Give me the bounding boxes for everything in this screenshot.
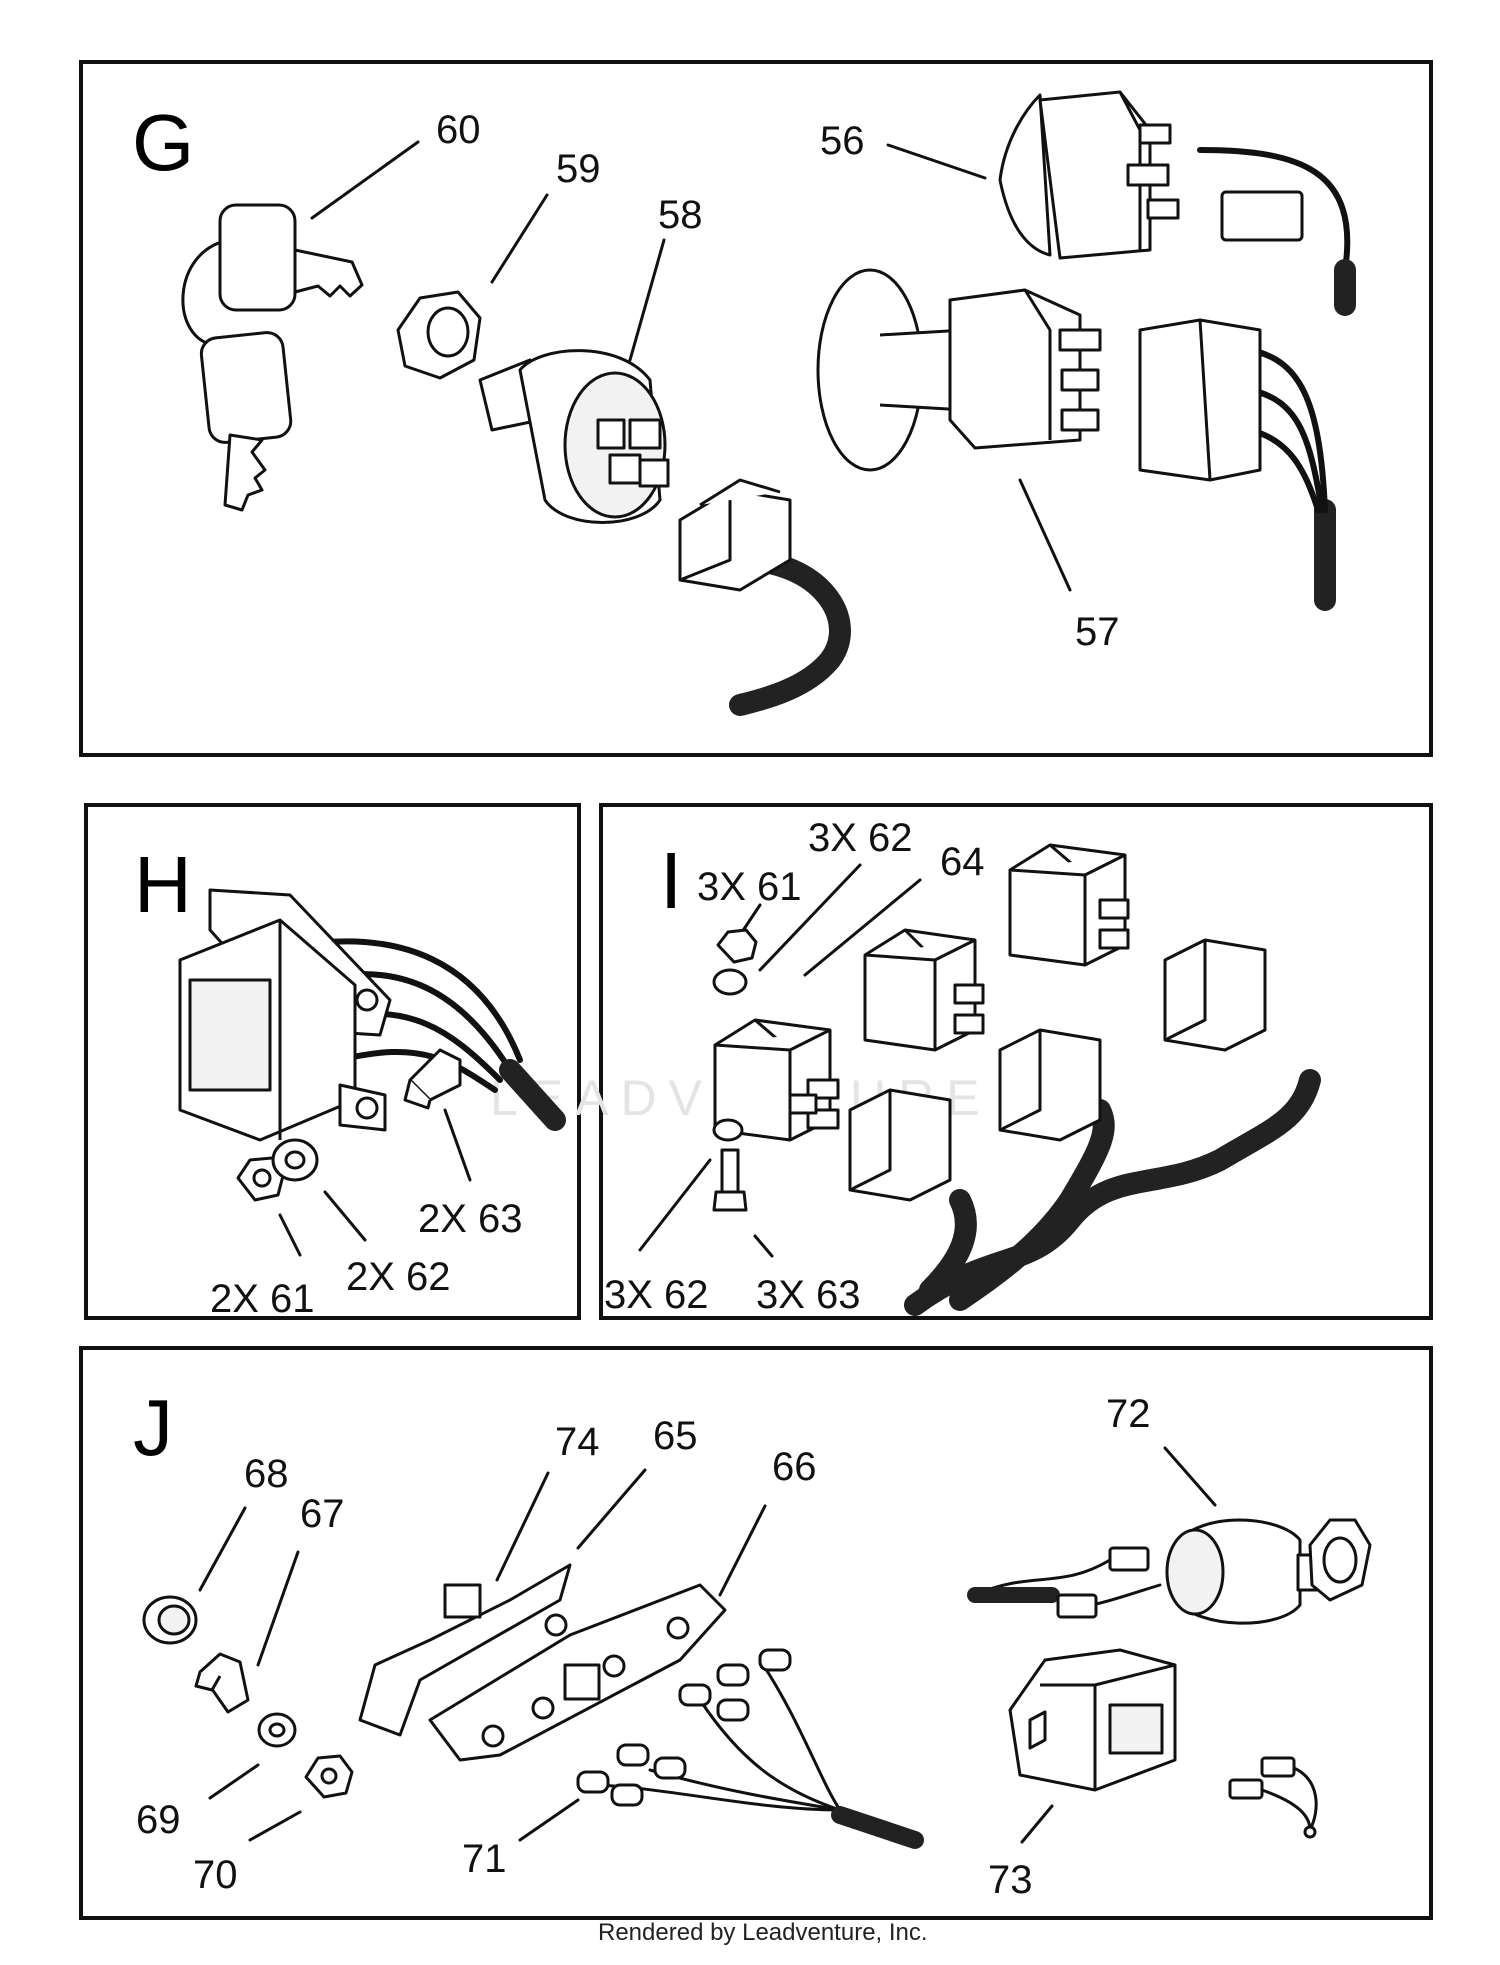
label-part-74 <box>443 1583 482 1619</box>
callout-h-2x62: 2X 62 <box>346 1255 451 1299</box>
leader-65 <box>576 1468 647 1550</box>
callout-69: 69 <box>136 1798 181 1842</box>
leader-68 <box>198 1506 247 1592</box>
leader-i-62-top <box>758 863 862 972</box>
leader-66 <box>718 1504 767 1597</box>
section-label-i: I <box>660 836 682 925</box>
leader-59 <box>490 193 549 284</box>
hex-nut-part-59 <box>396 290 482 380</box>
callout-72: 72 <box>1106 1392 1151 1436</box>
wiring-harness-i <box>848 938 1321 1316</box>
bolt-part-63-i <box>712 1148 748 1212</box>
callout-56: 56 <box>820 119 865 163</box>
washer-part-62-h <box>271 1138 319 1182</box>
callout-i-3x62-bottom: 3X 62 <box>604 1273 709 1317</box>
callout-59: 59 <box>556 147 601 191</box>
bolt-part-67 <box>194 1652 250 1714</box>
connector-harness-57 <box>1138 318 1336 611</box>
leader-74 <box>495 1471 550 1582</box>
ignition-switch-part-58 <box>478 349 670 524</box>
nut-part-70 <box>304 1754 354 1799</box>
section-label-h: H <box>134 840 192 929</box>
callout-66: 66 <box>772 1445 817 1489</box>
leader-56 <box>886 143 987 180</box>
callout-i-3x63: 3X 63 <box>756 1273 861 1317</box>
back-plate-part-65 <box>358 1563 572 1737</box>
leader-h-63 <box>443 1108 472 1182</box>
keys-part-60 <box>181 203 364 512</box>
panel-h-frame <box>84 803 581 1320</box>
callout-h-2x63: 2X 63 <box>418 1197 523 1241</box>
callout-i-3x61: 3X 61 <box>697 865 802 909</box>
leader-67 <box>256 1550 300 1667</box>
leader-73 <box>1020 1804 1054 1844</box>
leader-i-63 <box>753 1234 774 1258</box>
leader-h-62 <box>323 1190 367 1242</box>
callout-71: 71 <box>462 1837 507 1881</box>
relay-i-2 <box>863 928 985 1052</box>
callout-57: 57 <box>1075 610 1120 654</box>
leader-58 <box>628 238 666 362</box>
panel-part-66 <box>428 1583 727 1762</box>
callout-67: 67 <box>300 1492 345 1536</box>
callout-i-64: 64 <box>940 840 985 884</box>
rocker-switch-part-56 <box>998 90 1180 260</box>
footer-credit: Rendered by Leadventure, Inc. <box>598 1919 928 1946</box>
panel-j-frame <box>79 1346 1433 1920</box>
switch-part-72 <box>967 1518 1372 1625</box>
outlet-part-73 <box>1008 1648 1177 1792</box>
connector-plug-56 <box>1197 147 1356 316</box>
leader-i-64 <box>803 878 922 977</box>
section-label-j: J <box>133 1383 173 1472</box>
callout-h-2x61: 2X 61 <box>210 1277 315 1321</box>
callout-74: 74 <box>555 1420 600 1464</box>
connector-harness-g-left <box>678 478 851 716</box>
callout-58: 58 <box>658 193 703 237</box>
regulator-module <box>178 888 566 1142</box>
bulbs-part-71 <box>576 1648 924 1849</box>
callout-68: 68 <box>244 1452 289 1496</box>
relay-part-64 <box>713 1018 840 1142</box>
leader-57 <box>1018 478 1072 592</box>
relay-i-3 <box>1008 843 1130 967</box>
panel-i-frame <box>599 803 1433 1320</box>
washer-part-62-i-top <box>712 968 748 996</box>
callout-i-3x62-top: 3X 62 <box>808 816 913 860</box>
leader-70 <box>248 1810 302 1842</box>
leader-i-62-bottom <box>638 1158 712 1252</box>
leader-69 <box>208 1763 260 1800</box>
callout-70: 70 <box>193 1853 238 1897</box>
washer-part-62-i-bottom <box>712 1118 744 1142</box>
leader-72 <box>1163 1446 1217 1507</box>
grommet-part-68 <box>142 1595 198 1645</box>
nut-part-61-i <box>716 928 758 964</box>
nut-part-61-h <box>236 1156 286 1202</box>
leader-h-61 <box>278 1213 302 1257</box>
callout-65: 65 <box>653 1414 698 1458</box>
wire-connector-pieces <box>1228 1756 1318 1839</box>
switch-part-57 <box>816 268 1102 472</box>
callout-60: 60 <box>436 108 481 152</box>
washer-part-69 <box>257 1712 297 1748</box>
leader-60 <box>310 140 420 220</box>
section-label-g: G <box>132 98 194 187</box>
panel-g-frame <box>79 60 1433 757</box>
bolt-part-63-h <box>403 1048 462 1110</box>
callout-73: 73 <box>988 1858 1033 1902</box>
leader-71 <box>518 1798 580 1842</box>
